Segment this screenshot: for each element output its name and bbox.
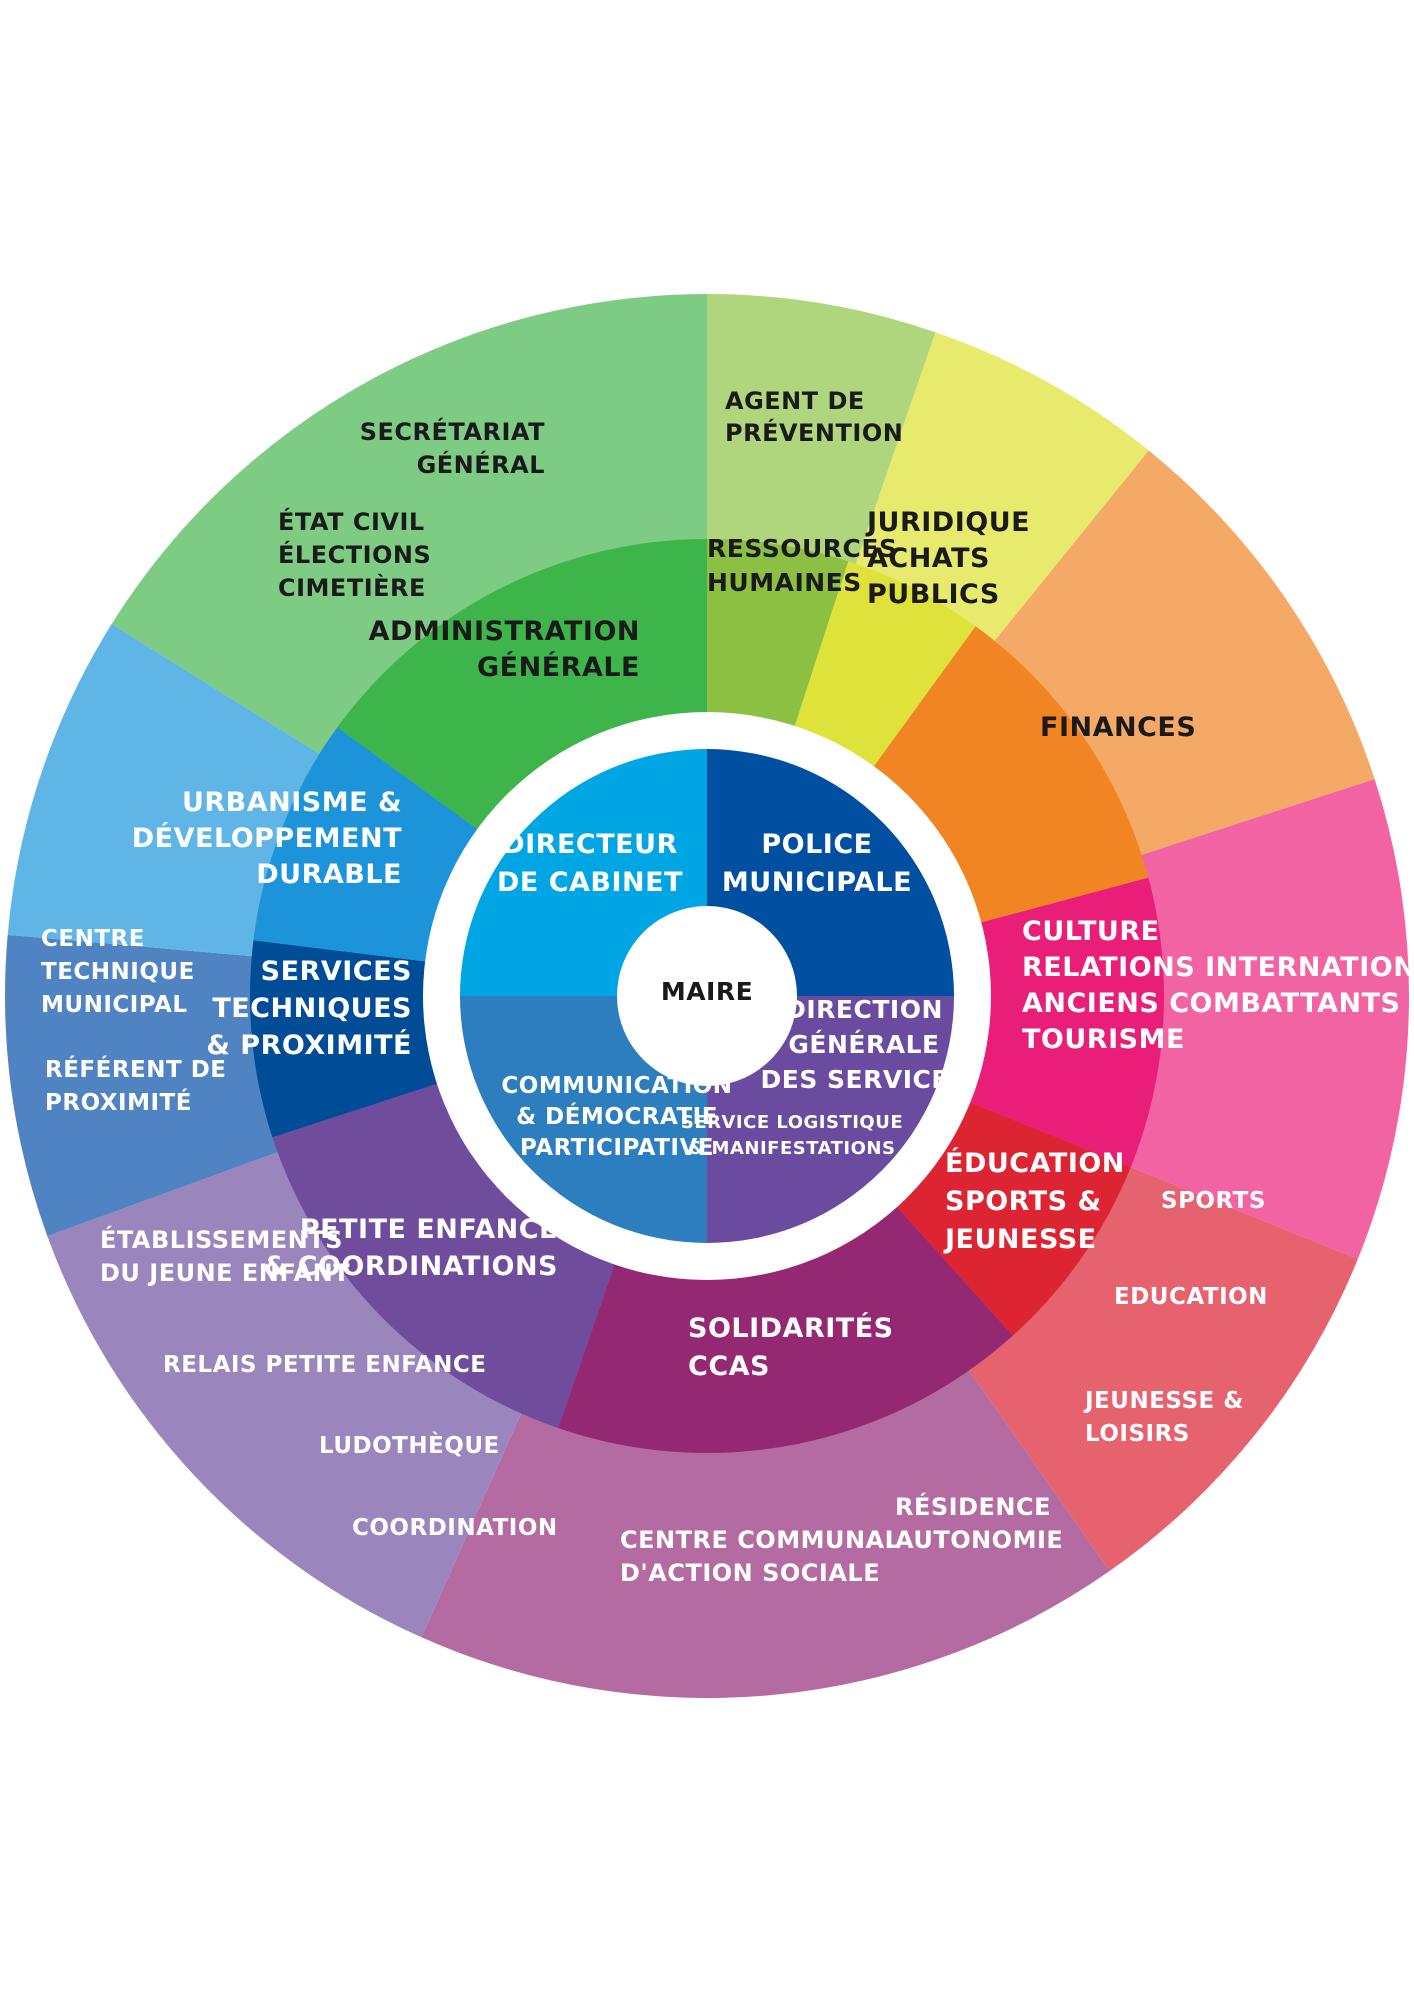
secretariat-label: SECRÉTARIAT GÉNÉRAL: [360, 417, 545, 479]
rh-label: RESSOURCES HUMAINES: [707, 534, 897, 597]
sports-label-line-1: SPORTS: [1161, 1188, 1266, 1214]
ccas-outer-label: CENTRE COMMUNAL D'ACTION SOCIALE: [620, 1526, 900, 1587]
communication-label-line-3: PARTICIPATIVE: [520, 1135, 714, 1161]
ludotheque-label-line-1: LUDOTHÈQUE: [319, 1431, 500, 1459]
maire-label-line-1: MAIRE: [661, 977, 753, 1006]
agent-prevention-label-line-2: PRÉVENTION: [725, 418, 903, 447]
ctm-label-line-3: MUNICIPAL: [41, 992, 188, 1018]
rh-label-line-2: HUMAINES: [707, 568, 862, 597]
urbanisme-label-line-1: URBANISME &: [182, 787, 402, 818]
juridique-label-line-3: PUBLICS: [867, 579, 1000, 610]
culture-label: CULTURE RELATIONS INTERNATIONALES ANCIENS …: [1022, 916, 1414, 1055]
cabinet-label-line-1: DIRECTEUR: [502, 829, 678, 860]
etat-civil-label-line-1: ÉTAT CIVIL: [278, 507, 425, 536]
eje-label-line-1: ÉTABLISSEMENTS: [100, 1225, 343, 1254]
education-outer-label-line-1: EDUCATION: [1114, 1284, 1268, 1310]
education-outer-label: EDUCATION: [1114, 1284, 1268, 1310]
cabinet-label-line-2: DE CABINET: [497, 867, 683, 898]
culture-label-line-3: ANCIENS COMBATTANTS: [1022, 988, 1400, 1019]
police-label-line-2: MUNICIPALE: [722, 867, 912, 898]
ctm-label-line-2: TECHNIQUE: [41, 959, 195, 985]
rpe-label-line-1: RELAIS PETITE ENFANCE: [163, 1352, 486, 1378]
logistique-label-line-1: SERVICE LOGISTIQUE: [681, 1112, 903, 1133]
jeunesse-loisirs-label-line-2: LOISIRS: [1085, 1421, 1190, 1447]
ludotheque-label: LUDOTHÈQUE: [319, 1431, 500, 1459]
police-label-line-1: POLICE: [761, 829, 872, 860]
services-techniques-label-line-2: TECHNIQUES: [212, 993, 412, 1024]
center-disc: [617, 906, 797, 1086]
rpe-label: RELAIS PETITE ENFANCE: [163, 1352, 486, 1378]
logistique-label-line-2: & MANIFESTATIONS: [689, 1138, 896, 1159]
dgs-label-line-1: DIRECTION: [785, 995, 943, 1024]
etat-civil-label-line-3: CIMETIÈRE: [278, 573, 426, 602]
cabinet-label: DIRECTEUR DE CABINET: [497, 829, 683, 898]
education-sports-label-line-2: SPORTS &: [945, 1186, 1102, 1217]
secretariat-label-line-2: GÉNÉRAL: [417, 450, 545, 479]
services-techniques-label-line-1: SERVICES: [261, 956, 412, 987]
petite-enfance-label-line-2: & COORDINATIONS: [264, 1251, 558, 1282]
solidarites-label-line-2: CCAS: [688, 1351, 770, 1382]
culture-label-line-2: RELATIONS INTERNATIONALES: [1022, 952, 1414, 983]
petite-enfance-label-line-1: PETITE ENFANCE: [300, 1214, 558, 1245]
ctm-label: CENTRE TECHNIQUE MUNICIPAL: [41, 926, 195, 1018]
coordination-label-line-1: COORDINATION: [352, 1515, 558, 1541]
etat-civil-label-line-2: ÉLECTIONS: [278, 540, 431, 569]
ccas-outer-label-line-2: D'ACTION SOCIALE: [620, 1559, 880, 1587]
ccas-outer-label-line-1: CENTRE COMMUNAL: [620, 1526, 900, 1554]
culture-label-line-1: CULTURE: [1022, 916, 1160, 947]
juridique-label-line-1: JURIDIQUE: [865, 507, 1030, 538]
finances-label: FINANCES: [1040, 712, 1196, 743]
etat-civil-label: ÉTAT CIVIL ÉLECTIONS CIMETIÈRE: [278, 507, 431, 602]
agent-prevention-label-line-1: AGENT DE: [725, 387, 865, 415]
referent-label-line-1: RÉFÉRENT DE: [45, 1055, 227, 1083]
police-label: POLICE MUNICIPALE: [722, 829, 912, 898]
education-sports-label-line-1: ÉDUCATION: [945, 1147, 1125, 1179]
urbanisme-label-line-2: DÉVELOPPEMENT: [132, 822, 402, 854]
education-sports-label-line-3: JEUNESSE: [943, 1224, 1097, 1255]
communication-label-line-2: & DÉMOCRATIE: [516, 1102, 718, 1130]
jeunesse-loisirs-label-line-1: JEUNESSE &: [1083, 1388, 1244, 1414]
agent-prevention-label: AGENT DE PRÉVENTION: [725, 387, 903, 447]
juridique-label-line-2: ACHATS: [867, 543, 990, 574]
communication-label-line-1: COMMUNICATION: [501, 1073, 732, 1099]
dgs-label: DIRECTION GÉNÉRALE DES SERVICES: [761, 995, 968, 1094]
dgs-label-line-3: DES SERVICES: [761, 1065, 968, 1094]
education-sports-label: ÉDUCATION SPORTS & JEUNESSE: [943, 1147, 1125, 1255]
secretariat-label-line-1: SECRÉTARIAT: [360, 417, 545, 446]
petite-enfance-label: PETITE ENFANCE & COORDINATIONS: [264, 1214, 558, 1282]
solidarites-label: SOLIDARITÉS CCAS: [688, 1312, 894, 1382]
residence-label: RÉSIDENCE AUTONOMIE: [895, 1492, 1063, 1554]
finances-label-line-1: FINANCES: [1040, 712, 1196, 743]
urbanisme-label-line-3: DURABLE: [256, 859, 402, 890]
dgs-label-line-2: GÉNÉRALE: [788, 1030, 939, 1059]
sports-label: SPORTS: [1161, 1188, 1266, 1214]
referent-label-line-2: PROXIMITÉ: [45, 1088, 192, 1116]
jeunesse-loisirs-label: JEUNESSE & LOISIRS: [1083, 1388, 1244, 1447]
eje-label: ÉTABLISSEMENTS DU JEUNE ENFANT: [100, 1225, 350, 1287]
eje-label-line-2: DU JEUNE ENFANT: [100, 1259, 350, 1287]
administration-label-line-2: GÉNÉRALE: [477, 651, 640, 683]
maire-label: MAIRE: [661, 977, 753, 1006]
services-techniques-label: SERVICES TECHNIQUES & PROXIMITÉ: [206, 956, 412, 1061]
residence-label-line-1: RÉSIDENCE: [895, 1492, 1051, 1521]
juridique-label: JURIDIQUE ACHATS PUBLICS: [865, 507, 1030, 610]
coordination-label: COORDINATION: [352, 1515, 558, 1541]
communication-label: COMMUNICATION & DÉMOCRATIE PARTICIPATIVE: [501, 1073, 732, 1161]
administration-label-line-1: ADMINISTRATION: [369, 616, 640, 647]
solidarites-label-line-1: SOLIDARITÉS: [688, 1312, 894, 1344]
rh-label-line-1: RESSOURCES: [707, 534, 897, 563]
ctm-label-line-1: CENTRE: [41, 926, 145, 952]
culture-label-line-4: TOURISME: [1022, 1024, 1185, 1055]
urbanisme-label: URBANISME & DÉVELOPPEMENT DURABLE: [132, 787, 402, 890]
residence-label-line-2: AUTONOMIE: [895, 1526, 1063, 1554]
referent-label: RÉFÉRENT DE PROXIMITÉ: [45, 1055, 227, 1116]
services-techniques-label-line-3: & PROXIMITÉ: [206, 1029, 412, 1061]
administration-label: ADMINISTRATION GÉNÉRALE: [369, 616, 640, 683]
logistique-label: SERVICE LOGISTIQUE & MANIFESTATIONS: [681, 1112, 903, 1159]
